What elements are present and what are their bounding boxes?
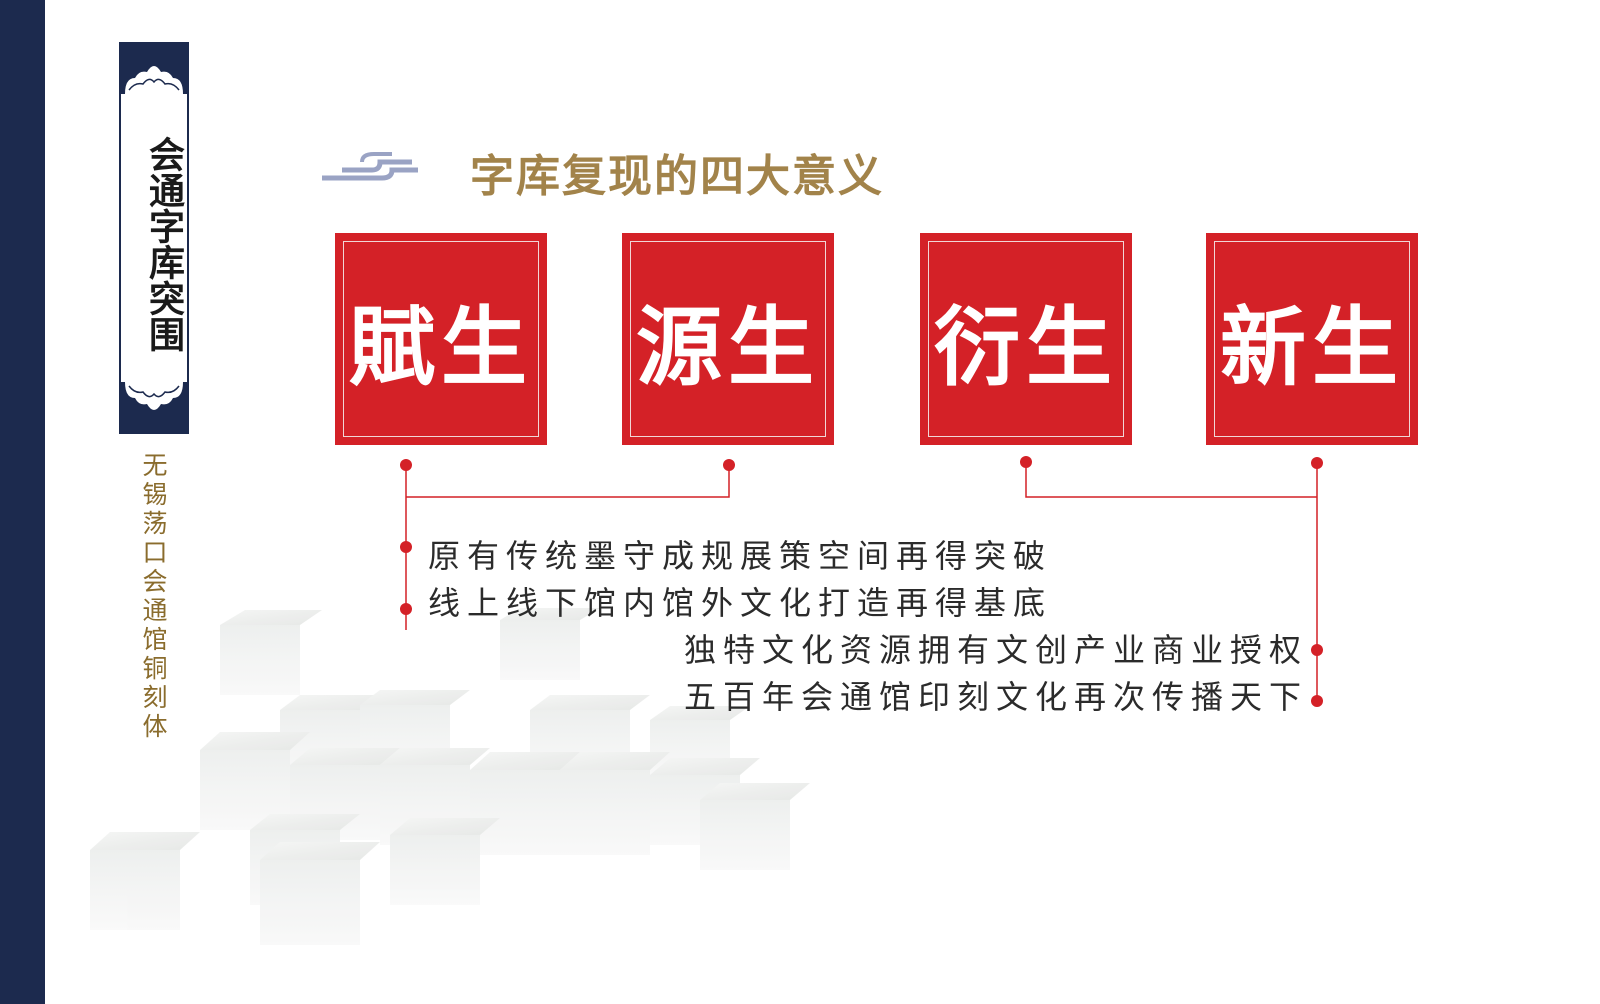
- left-navy-bar: [0, 0, 45, 1004]
- card-label: 新生: [1220, 296, 1404, 398]
- bullet-dot: [400, 541, 412, 553]
- point-text: 线上线下馆内馆外文化打造再得基底: [428, 584, 1053, 622]
- scroll-top-cloud-cap: [121, 44, 187, 94]
- meaning-card-yuansheng: 源生: [622, 233, 834, 445]
- section-heading: 字库复现的四大意义: [470, 151, 884, 202]
- connector-dot: [723, 459, 735, 471]
- connector-dot: [1020, 456, 1032, 468]
- type-blocks-illustration: [90, 608, 810, 945]
- card-label: 源生: [636, 296, 820, 398]
- cloud-ornament-icon: [322, 152, 418, 181]
- bullet-dot: [1311, 695, 1323, 707]
- point-text: 独特文化资源拥有文创产业商业授权: [683, 631, 1308, 669]
- point-text: 原有传统墨守成规展策空间再得突破: [428, 537, 1053, 575]
- card-label: 賦生: [349, 296, 533, 398]
- scroll-bottom-cloud-cap: [121, 382, 187, 432]
- meaning-card-xinsheng: 新生: [1206, 233, 1418, 445]
- vertical-subtitle: 无锡荡口会通馆铜刻体: [139, 452, 168, 742]
- bullet-dot: [1311, 644, 1323, 656]
- meaning-card-yansheng: 衍生: [920, 233, 1132, 445]
- connector-dot: [1311, 457, 1323, 469]
- card-label: 衍生: [934, 296, 1118, 398]
- scroll-title: 会通字库突围: [143, 136, 185, 352]
- title-scroll: 会通字库突围: [119, 42, 189, 434]
- meaning-card-fusheng: 賦生: [335, 233, 547, 445]
- connector-dot: [400, 459, 412, 471]
- point-text: 五百年会通馆印刻文化再次传播天下: [683, 678, 1308, 716]
